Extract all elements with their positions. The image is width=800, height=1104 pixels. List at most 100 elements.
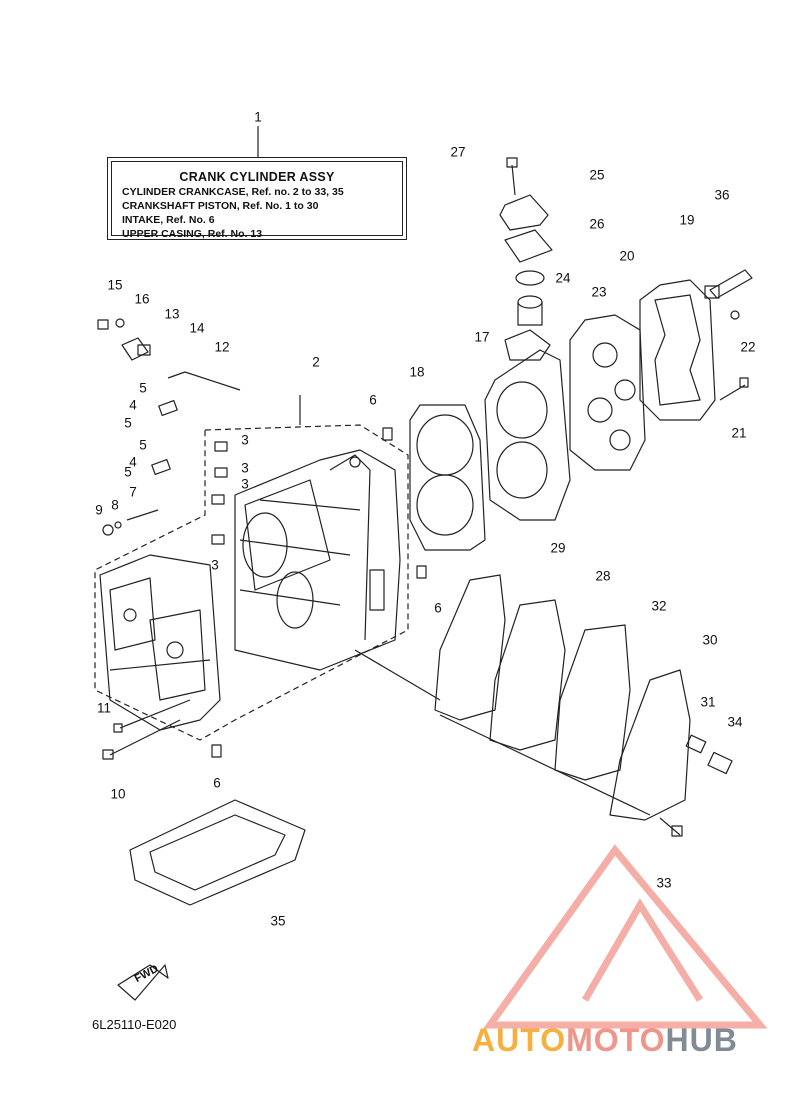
callout-3: 3 xyxy=(241,432,249,448)
callout-10: 10 xyxy=(110,786,126,802)
callout-32: 32 xyxy=(651,598,667,614)
cylinder-block xyxy=(234,449,401,671)
stud-7 xyxy=(126,509,159,521)
thermostat-ring xyxy=(515,270,545,286)
thermostat xyxy=(517,295,543,326)
callout-19: 19 xyxy=(679,212,695,228)
leader-line xyxy=(354,649,441,701)
legend-title: CRANK CYLINDER ASSY xyxy=(179,170,335,184)
dowel-pin xyxy=(211,744,222,758)
callout-26: 26 xyxy=(589,216,605,232)
callout-20: 20 xyxy=(619,248,635,264)
legend-inner-border: CRANK CYLINDER ASSY CYLINDER CRANKCASE, … xyxy=(111,161,403,240)
callout-7: 7 xyxy=(129,484,137,500)
callout-31: 31 xyxy=(700,694,716,710)
diagram-code: 6L25110-E020 xyxy=(92,1017,177,1032)
exhaust-gasket xyxy=(434,574,506,721)
washer-16 xyxy=(115,318,125,328)
callout-3: 3 xyxy=(241,460,249,476)
crankcase-half xyxy=(99,554,221,731)
brand-segment: HUB xyxy=(665,1022,738,1058)
bolt-22 xyxy=(730,310,740,320)
callout-6: 6 xyxy=(434,600,442,616)
callout-28: 28 xyxy=(595,568,611,584)
bolt-21 xyxy=(719,377,749,401)
callout-23: 23 xyxy=(591,284,607,300)
clip-14 xyxy=(137,344,151,356)
bottom-gasket xyxy=(129,799,306,906)
thermostat-gasket xyxy=(504,229,553,263)
plug-31 xyxy=(685,734,707,754)
callout-5: 5 xyxy=(139,437,147,453)
callout-3: 3 xyxy=(211,557,219,573)
callout-24: 24 xyxy=(555,270,571,286)
callout-12: 12 xyxy=(214,339,230,355)
callout-9: 9 xyxy=(95,502,103,518)
dowel-pin xyxy=(416,565,427,579)
bracket-13 xyxy=(121,337,149,361)
head-cover-gasket xyxy=(569,314,646,471)
callout-5: 5 xyxy=(139,380,147,396)
thermostat-cover xyxy=(499,157,549,231)
callout-35: 35 xyxy=(270,913,286,929)
seal-4 xyxy=(151,458,171,476)
callout-8: 8 xyxy=(111,497,119,513)
callout-30: 30 xyxy=(702,632,718,648)
exhaust-inner-plate xyxy=(489,599,566,751)
callout-4: 4 xyxy=(129,397,137,413)
legend-line: UPPER CASING, Ref. No. 13 xyxy=(122,228,263,240)
brand-segment: AUTO xyxy=(472,1022,567,1058)
exhaust-outer-cover xyxy=(609,669,691,821)
bolt-12 xyxy=(167,371,186,379)
bolt-10 xyxy=(102,719,181,760)
callout-21: 21 xyxy=(731,425,747,441)
bolt-33 xyxy=(659,817,683,837)
exhaust-gasket-2 xyxy=(554,624,631,781)
callout-34: 34 xyxy=(727,714,743,730)
legend-line: INTAKE, Ref. No. 6 xyxy=(122,214,215,226)
head-gasket xyxy=(409,404,486,551)
check-valves-3 xyxy=(211,441,228,545)
callout-5: 5 xyxy=(124,415,132,431)
legend-line: CRANKSHAFT PISTON, Ref. No. 1 to 30 xyxy=(122,200,319,212)
callout-5: 5 xyxy=(124,464,132,480)
anode-plug xyxy=(704,269,753,299)
plug-34 xyxy=(707,751,733,775)
bottom-gasket-inner xyxy=(149,814,286,891)
callout-33: 33 xyxy=(656,875,672,891)
assembly-outline xyxy=(94,424,409,741)
callout-3: 3 xyxy=(241,476,249,492)
seal-4 xyxy=(158,399,178,417)
callout-17: 17 xyxy=(474,329,490,345)
watermark-logo-icon xyxy=(483,844,768,1029)
callout-25: 25 xyxy=(589,167,605,183)
leader-line xyxy=(439,714,651,816)
bolt-15 xyxy=(97,319,109,330)
callout-29: 29 xyxy=(550,540,566,556)
callout-13: 13 xyxy=(164,306,180,322)
callout-15: 15 xyxy=(107,277,123,293)
callout-14: 14 xyxy=(189,320,205,336)
leader-line xyxy=(184,371,241,391)
callout-16: 16 xyxy=(134,291,150,307)
legend-line: CYLINDER CRANKCASE, Ref. no. 2 to 33, 35 xyxy=(122,186,344,198)
nut-9 xyxy=(102,524,114,536)
fwd-arrow-icon xyxy=(117,964,169,1001)
callout-22: 22 xyxy=(740,339,756,355)
callout-2: 2 xyxy=(312,354,320,370)
callout-27: 27 xyxy=(450,144,466,160)
dowel-pin xyxy=(382,427,393,441)
callout-4: 4 xyxy=(129,454,137,470)
head-cover xyxy=(639,279,716,421)
brand-segment: MOTO xyxy=(566,1022,666,1058)
callout-11: 11 xyxy=(96,700,112,716)
callout-18: 18 xyxy=(409,364,425,380)
callout-6: 6 xyxy=(369,392,377,408)
callout-36: 36 xyxy=(714,187,730,203)
callout-1: 1 xyxy=(254,109,262,125)
washer-8 xyxy=(114,521,122,529)
legend-box: CRANK CYLINDER ASSY CYLINDER CRANKCASE, … xyxy=(107,157,407,240)
bolt-11 xyxy=(113,699,191,733)
cylinder-head xyxy=(484,329,571,521)
